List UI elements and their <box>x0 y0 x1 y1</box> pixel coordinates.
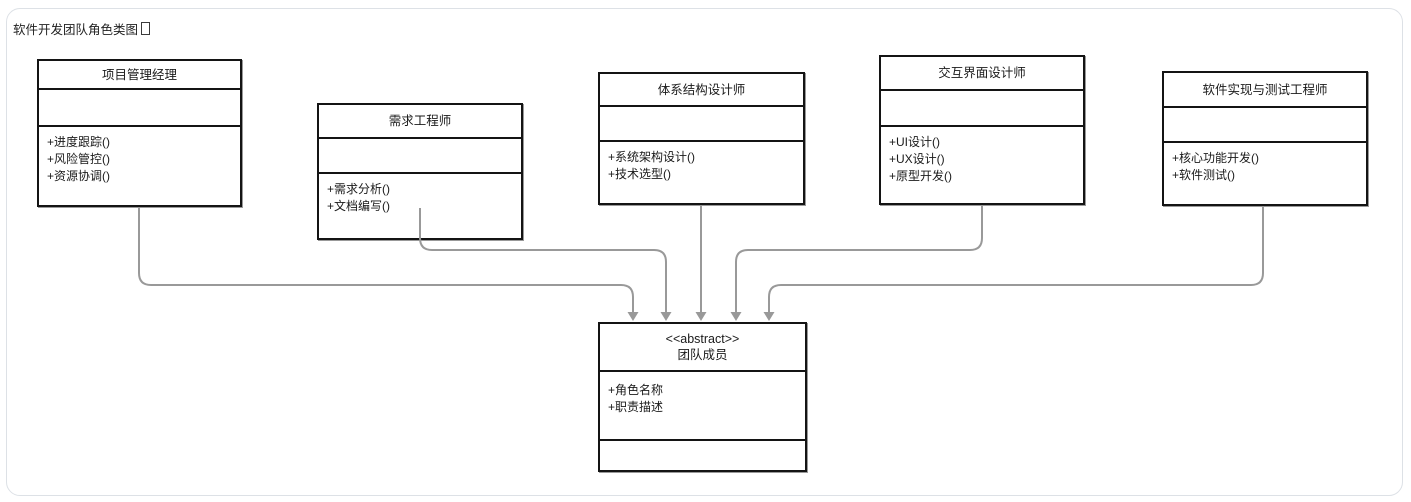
method-item: +UX设计() <box>889 152 945 166</box>
class-name: 软件实现与测试工程师 <box>1164 73 1366 108</box>
class-methods: +UI设计() +UX设计() +原型开发() <box>881 127 1083 203</box>
attribute-item: +职责描述 <box>608 400 664 414</box>
class-attributes <box>881 91 1083 127</box>
method-item: +文档编写() <box>327 199 391 213</box>
class-name: <<abstract>> 团队成员 <box>600 324 805 372</box>
class-attributes <box>39 90 240 127</box>
class-attributes <box>1164 108 1366 143</box>
class-methods: +系统架构设计() +技术选型() <box>600 142 803 203</box>
class-attributes: +角色名称 +职责描述 <box>600 372 805 441</box>
class-architecture-designer[interactable]: 体系结构设计师 +系统架构设计() +技术选型() <box>598 72 805 205</box>
method-item: +系统架构设计() <box>608 150 696 164</box>
method-item: +技术选型() <box>608 167 672 181</box>
method-item: +核心功能开发() <box>1172 151 1260 165</box>
method-item: +原型开发() <box>889 169 953 183</box>
method-item: +UI设计() <box>889 135 941 149</box>
diagram-title: 软件开发团队角色类图 <box>13 19 151 38</box>
class-methods <box>600 441 805 470</box>
class-methods: +核心功能开发() +软件测试() <box>1164 143 1366 204</box>
method-item: +资源协调() <box>47 169 111 183</box>
class-name: 体系结构设计师 <box>600 74 803 107</box>
missing-glyph-icon <box>141 22 151 35</box>
class-name: 需求工程师 <box>319 105 521 139</box>
class-dev-test-engineer[interactable]: 软件实现与测试工程师 +核心功能开发() +软件测试() <box>1162 71 1368 206</box>
method-item: +风险管控() <box>47 152 111 166</box>
class-methods: +进度跟踪() +风险管控() +资源协调() <box>39 127 240 205</box>
class-methods: +需求分析() +文档编写() <box>319 174 521 238</box>
class-requirements-engineer[interactable]: 需求工程师 +需求分析() +文档编写() <box>317 103 523 240</box>
class-ui-designer[interactable]: 交互界面设计师 +UI设计() +UX设计() +原型开发() <box>879 55 1085 205</box>
class-stereotype: <<abstract>> <box>665 332 740 346</box>
class-name: 项目管理经理 <box>39 61 240 90</box>
diagram-title-text: 软件开发团队角色类图 <box>13 23 139 37</box>
class-attributes <box>319 139 521 174</box>
class-project-manager[interactable]: 项目管理经理 +进度跟踪() +风险管控() +资源协调() <box>37 59 242 207</box>
method-item: +进度跟踪() <box>47 135 111 149</box>
attribute-item: +角色名称 <box>608 383 664 397</box>
method-item: +软件测试() <box>1172 168 1236 182</box>
class-attributes <box>600 107 803 142</box>
class-team-member-abstract[interactable]: <<abstract>> 团队成员 +角色名称 +职责描述 <box>598 322 807 472</box>
method-item: +需求分析() <box>327 182 391 196</box>
class-name: 交互界面设计师 <box>881 57 1083 91</box>
